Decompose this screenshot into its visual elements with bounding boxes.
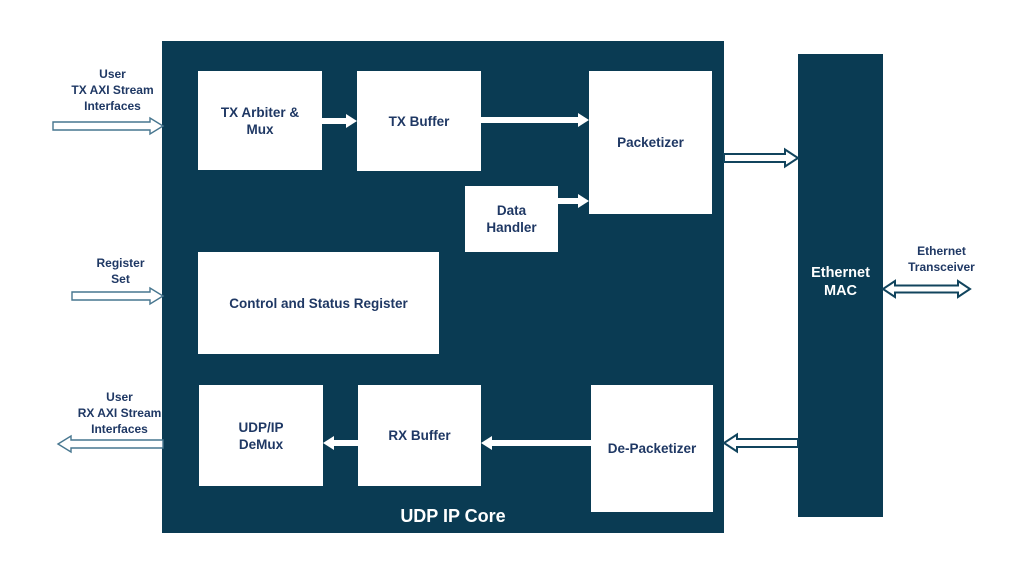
block-data-handler-label-line2: Handler	[486, 220, 537, 235]
block-data-handler-label-line1: Data	[496, 203, 527, 218]
label-register-set: Register Set	[48, 255, 193, 287]
block-packetizer-label: Packetizer	[617, 135, 684, 150]
label-register-set-line1: Register	[96, 256, 145, 270]
block-tx-buffer-label: TX Buffer	[388, 113, 450, 129]
label-user-rx-line3: Interfaces	[91, 422, 148, 436]
block-rx-buffer: RX Buffer	[358, 385, 481, 486]
arrow-rx-buffer-to-demux	[323, 436, 358, 450]
block-de-packetizer-label: De-Packetizer	[607, 441, 697, 456]
label-user-rx-line1: User	[106, 390, 133, 404]
block-tx-buffer: TX Buffer	[357, 71, 481, 171]
label-register-set-line2: Set	[111, 272, 130, 286]
ethernet-mac-label: Ethernet MAC	[798, 264, 883, 300]
ethernet-mac-label-line1: Ethernet	[811, 265, 870, 281]
ethernet-mac-block	[798, 54, 883, 517]
arrow-mac-to-transceiver-bidirectional	[881, 279, 972, 299]
block-de-packetizer: De-Packetizer	[591, 385, 713, 512]
block-control-status-register-label: Control and Status Register	[229, 295, 408, 311]
block-data-handler: Data Handler	[465, 186, 558, 252]
label-user-rx-axi-stream-interfaces: User RX AXI Stream Interfaces	[47, 389, 192, 437]
arrow-depacketizer-to-rx-buffer	[481, 436, 591, 450]
arrow-tx-arbiter-to-tx-buffer	[322, 114, 357, 128]
block-tx-arbiter-mux-label-line2: Mux	[246, 121, 274, 137]
label-user-tx-axi-stream-interfaces: User TX AXI Stream Interfaces	[40, 66, 185, 114]
label-user-tx-line1: User	[99, 67, 126, 81]
block-packetizer: Packetizer	[589, 71, 712, 214]
arrow-mac-to-depacketizer	[722, 432, 799, 454]
block-rx-buffer-label: RX Buffer	[388, 428, 451, 443]
arrow-packetizer-to-mac	[723, 147, 800, 169]
block-udp-ip-demux-label-line1: UDP/IP	[238, 419, 284, 435]
label-user-tx-line3: Interfaces	[84, 99, 141, 113]
arrow-register-set-to-core	[71, 286, 165, 306]
label-ethernet-transceiver-line2: Transceiver	[908, 260, 975, 274]
block-tx-arbiter-mux-label-line1: TX Arbiter &	[220, 104, 300, 120]
ethernet-mac-label-line2: MAC	[823, 283, 858, 299]
block-control-status-register: Control and Status Register	[198, 252, 439, 354]
arrow-user-tx-to-core	[52, 116, 165, 136]
block-udp-ip-demux-label-line2: DeMux	[238, 436, 284, 452]
udp-ip-core-title: UDP IP Core	[400, 506, 506, 526]
block-tx-arbiter-mux: TX Arbiter & Mux	[198, 71, 322, 170]
arrow-core-to-user-rx	[56, 434, 164, 454]
label-user-rx-line2: RX AXI Stream	[77, 406, 162, 420]
block-udp-ip-demux: UDP/IP DeMux	[199, 385, 323, 486]
arrow-tx-buffer-to-packetizer	[481, 113, 589, 127]
label-user-tx-line2: TX AXI Stream	[71, 83, 154, 97]
arrow-data-handler-to-packetizer	[558, 194, 589, 208]
label-ethernet-transceiver: Ethernet Transceiver	[869, 243, 1014, 275]
label-ethernet-transceiver-line1: Ethernet	[917, 244, 966, 258]
